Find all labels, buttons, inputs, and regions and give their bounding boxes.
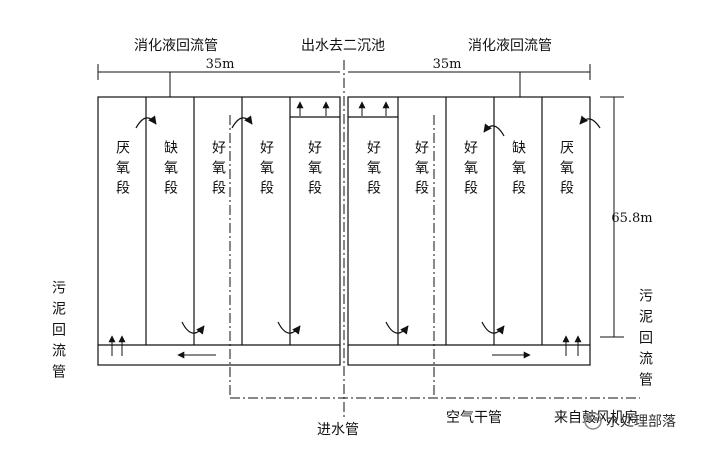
top-center-outlet-label: 出水去二沉池 xyxy=(301,38,385,54)
top-left-pipe-label: 消化液回流管 xyxy=(134,38,218,54)
left-sludge-return-label: 污泥回流管 xyxy=(50,280,66,385)
air-main-pipe-label: 空气干管 xyxy=(446,410,502,426)
outlet-up-arrows xyxy=(296,101,390,116)
watermark-text: 水处理部落 xyxy=(606,414,676,430)
zone-label-3: 好氧段 xyxy=(210,140,226,200)
dim-left-35m: 35m xyxy=(206,57,235,72)
pipes-dash-dot xyxy=(229,60,640,420)
inlet-pipe-label: 进水管 xyxy=(317,422,359,438)
dimension-right xyxy=(348,64,591,97)
left-tank xyxy=(97,96,341,366)
zone-label-5: 好氧段 xyxy=(306,140,322,200)
dim-height-65-8m: 65.8m xyxy=(611,211,652,226)
zone-label-6: 好氧段 xyxy=(365,140,381,200)
curved-arrow-icon xyxy=(483,123,505,137)
right-tank xyxy=(347,96,591,366)
right-sludge-return-label: 污泥回流管 xyxy=(637,288,653,393)
curved-arrow-icon xyxy=(135,115,157,129)
dimension-height xyxy=(600,96,624,338)
zone-label-8: 好氧段 xyxy=(462,140,478,200)
zone-label-7: 好氧段 xyxy=(413,140,429,200)
curved-arrow-icon xyxy=(385,321,409,335)
zone-label-10: 厌氧段 xyxy=(558,140,574,200)
zone-label-4: 好氧段 xyxy=(258,140,274,200)
curved-arrow-icon xyxy=(181,321,205,335)
sludge-up-arrows xyxy=(108,335,582,356)
zone-label-1: 厌氧段 xyxy=(114,140,130,200)
curved-arrow-icon xyxy=(579,115,601,129)
curved-arrow-icon xyxy=(481,321,505,335)
watermark: 水处理部落 xyxy=(584,412,676,430)
watermark-logo-icon xyxy=(584,412,602,430)
top-right-pipe-label: 消化液回流管 xyxy=(468,38,552,54)
curved-arrow-icon xyxy=(231,115,253,129)
curved-arrow-icon xyxy=(277,321,301,335)
zone-label-9: 缺氧段 xyxy=(510,140,526,200)
zone-label-2: 缺氧段 xyxy=(162,140,178,200)
curved-flow-arrows-bottom xyxy=(181,321,505,335)
zone-labels: 厌氧段 缺氧段 好氧段 好氧段 好氧段 好氧段 好氧段 好氧段 缺氧段 厌氧段 xyxy=(114,140,574,200)
dimension-left xyxy=(97,64,340,97)
dim-right-35m: 35m xyxy=(433,57,462,72)
curved-flow-arrows-top xyxy=(135,115,601,137)
